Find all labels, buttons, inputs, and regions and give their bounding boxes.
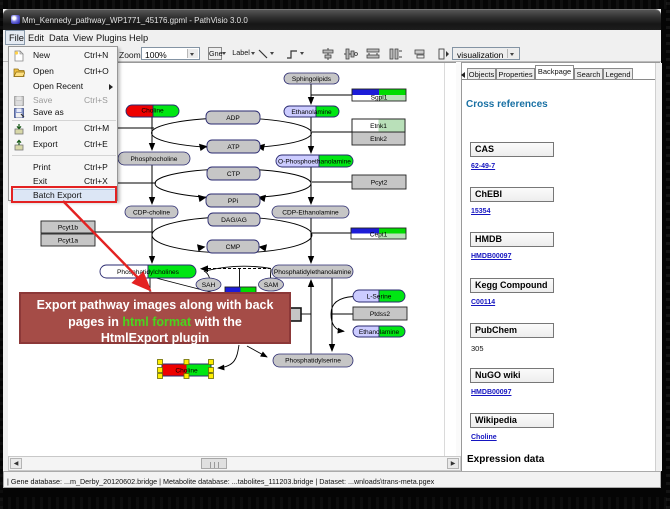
svg-text:Ethanolamine: Ethanolamine xyxy=(291,109,332,116)
svg-text:SAH: SAH xyxy=(202,282,216,289)
svg-text:ADP: ADP xyxy=(226,115,240,122)
svg-text:Phosphatidylethanolamine: Phosphatidylethanolamine xyxy=(274,269,352,276)
svg-text:Choline: Choline xyxy=(141,108,164,115)
svg-text:DAG/AG: DAG/AG xyxy=(221,217,247,224)
svg-text:PPi: PPi xyxy=(228,198,239,205)
svg-text:Etnk2: Etnk2 xyxy=(370,136,387,143)
svg-text:L-Serine: L-Serine xyxy=(367,294,392,301)
svg-text:Pcyt2: Pcyt2 xyxy=(371,180,388,187)
svg-text:Phosphatidylserine: Phosphatidylserine xyxy=(285,358,341,365)
svg-text:CTP: CTP xyxy=(227,171,241,178)
svg-text:Choline: Choline xyxy=(175,368,198,375)
svg-text:SAM: SAM xyxy=(264,282,278,289)
svg-text:Phosphatidylcholines: Phosphatidylcholines xyxy=(117,269,180,276)
svg-text:Sphingolipids: Sphingolipids xyxy=(292,76,332,83)
svg-text:Pcyt1b: Pcyt1b xyxy=(58,225,78,232)
svg-text:CDP-Ethanolamine: CDP-Ethanolamine xyxy=(282,210,339,217)
svg-text:Phosphocholine: Phosphocholine xyxy=(131,156,178,163)
svg-text:ATP: ATP xyxy=(227,144,240,151)
svg-text:Ethanolamine: Ethanolamine xyxy=(359,329,400,336)
svg-text:CDP-choline: CDP-choline xyxy=(133,210,170,217)
svg-text:O-Phosphoethanolamine: O-Phosphoethanolamine xyxy=(278,159,351,166)
svg-text:Ptdss2: Ptdss2 xyxy=(370,311,390,318)
svg-text:Cept1: Cept1 xyxy=(370,232,388,239)
svg-text:Pcyt1a: Pcyt1a xyxy=(58,238,78,245)
svg-text:Sgpl1: Sgpl1 xyxy=(371,95,388,102)
svg-text:CMP: CMP xyxy=(226,244,241,251)
svg-text:Etnk1: Etnk1 xyxy=(370,123,387,130)
